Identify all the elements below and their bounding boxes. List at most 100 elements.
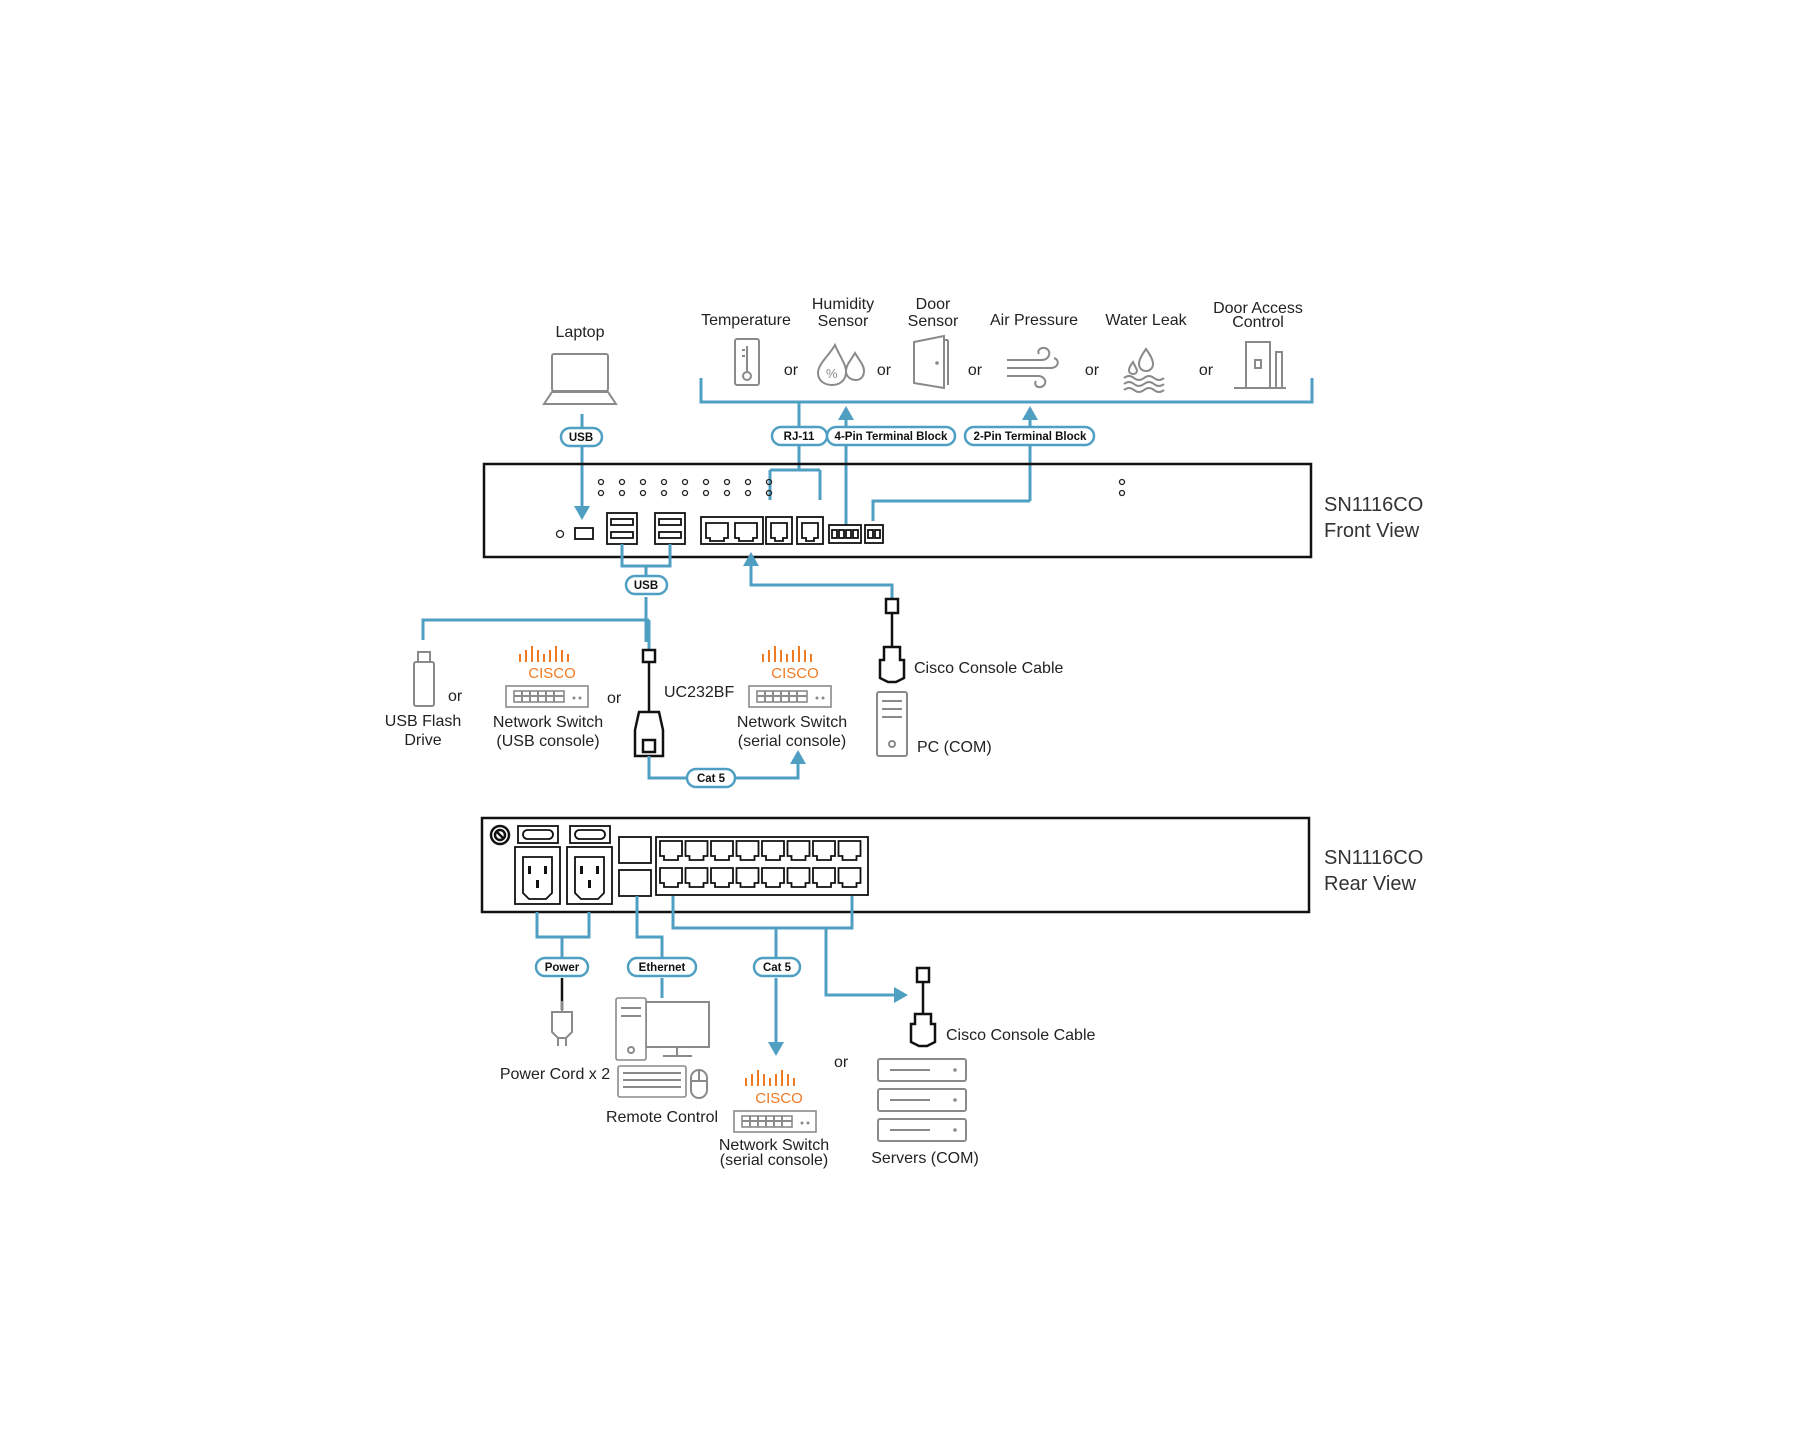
network-switch-icon (748, 685, 832, 708)
usb-bottom-pill: USB (624, 574, 669, 596)
status-leds (597, 478, 1126, 497)
front-view-label: Front View (1324, 520, 1420, 542)
rear-switch-label-2: (serial console) (720, 1152, 828, 1169)
cisco-logo-text: CISCO (528, 665, 576, 682)
rj11-pill: RJ-11 (770, 425, 829, 447)
rear-cat5-cable (671, 896, 908, 1056)
serial-port (761, 840, 785, 861)
console-cable-rear (909, 966, 937, 1048)
or-label: or (877, 362, 892, 379)
rear-chassis (480, 816, 1311, 914)
serial-port (659, 867, 683, 888)
or-label: or (607, 690, 622, 707)
network-switch-icon (733, 1110, 817, 1133)
power-switch-1 (517, 825, 559, 844)
switch-usb-label-2: (USB console) (496, 733, 599, 750)
usb-port-stack-1 (606, 512, 638, 545)
temperature-label: Temperature (701, 312, 791, 329)
rear-ethernet-cable (635, 896, 664, 998)
usb-top-pill-text: USB (569, 432, 593, 444)
power-inlet-2 (566, 846, 613, 905)
power-pill: Power (534, 956, 590, 978)
humidity-label-1: Humidity (812, 296, 874, 313)
door-label-2: Sensor (908, 313, 959, 330)
remote-control-label: Remote Control (606, 1109, 718, 1126)
power-inlet-1 (514, 846, 561, 905)
uc232bf-adapter-icon (633, 648, 665, 758)
serial-port (786, 840, 811, 861)
usb-top-pill: USB (559, 426, 604, 448)
pc-com-label: PC (COM) (917, 739, 992, 756)
door-icon (913, 334, 949, 390)
rear-console-cable-label: Cisco Console Cable (946, 1027, 1096, 1044)
rj11-ports (765, 516, 824, 545)
cat5-pill-text: Cat 5 (697, 773, 726, 785)
air-pressure-icon (1007, 346, 1059, 389)
rj11-pill-text: RJ-11 (784, 431, 815, 443)
humidity-label-2: Sensor (818, 313, 869, 330)
serial-port (684, 867, 709, 888)
cisco-logo-icon (519, 646, 569, 662)
front-chassis (482, 462, 1313, 559)
door-label-1: Door (916, 296, 951, 313)
usb-port-stack-2 (654, 512, 686, 545)
network-switch-icon (505, 685, 589, 708)
serial-port (684, 840, 709, 861)
2-pin-terminal-block (864, 524, 884, 544)
2pin-pill: 2-Pin Terminal Block (963, 425, 1096, 447)
switch-serial-label-1: Network Switch (737, 714, 847, 731)
usb-flash-label-2: Drive (404, 732, 441, 749)
usb-bottom-pill-text: USB (634, 580, 658, 592)
usb-flash-label-1: USB Flash (385, 713, 461, 730)
serial-port-array (659, 840, 862, 888)
door-access-icon (1234, 341, 1286, 389)
serial-port (710, 840, 734, 861)
ethernet-port-2 (618, 869, 652, 897)
or-label: or (1199, 362, 1214, 379)
cisco-logo-icon (762, 646, 812, 662)
laptop-icon (542, 353, 618, 405)
ethernet-pill: Ethernet (626, 956, 698, 978)
rear-model-label: SN1116CO (1324, 847, 1423, 869)
cisco-logo-text: CISCO (771, 665, 819, 682)
usb-flash-drive-icon (413, 651, 435, 707)
power-pill-text: Power (545, 962, 580, 974)
remote-computer-icon (615, 997, 710, 1099)
thermometer-icon (734, 338, 760, 386)
or-label: or (448, 688, 463, 705)
uc232bf-label: UC232BF (664, 684, 734, 701)
or-label: or (968, 362, 983, 379)
serial-port (837, 840, 862, 861)
air-pressure-label: Air Pressure (990, 312, 1078, 329)
ethernet-port-1 (618, 836, 652, 864)
rear-view-label: Rear View (1324, 873, 1416, 895)
4pin-pill: 4-Pin Terminal Block (825, 425, 957, 447)
servers-label: Servers (COM) (871, 1150, 979, 1167)
front-usb-cable (421, 544, 672, 650)
console-rj45-ports (700, 516, 764, 545)
front-model-label: SN1116CO (1324, 494, 1423, 516)
cat5-pill: Cat 5 (685, 767, 737, 789)
reset-button (555, 529, 565, 539)
4-pin-terminal-block (828, 524, 862, 544)
pc-tower-icon (876, 691, 908, 757)
ground-screw-icon (489, 824, 511, 846)
serial-port (837, 867, 862, 888)
humidity-icon: % (816, 342, 866, 387)
sensor-or-labels: or or or or or (784, 362, 1214, 379)
laptop-label: Laptop (556, 324, 605, 341)
percent-glyph: % (826, 366, 838, 381)
serial-port (812, 867, 836, 888)
2pin-pill-text: 2-Pin Terminal Block (974, 431, 1088, 443)
serial-port (659, 840, 683, 861)
sensor-bus-cable (699, 378, 1314, 530)
serial-port (786, 867, 811, 888)
mini-usb-port (574, 527, 594, 540)
or-label: or (834, 1054, 849, 1071)
ethernet-pill-text: Ethernet (639, 962, 686, 974)
switch-usb-label-1: Network Switch (493, 714, 603, 731)
serial-port (812, 840, 836, 861)
serial-port (710, 867, 734, 888)
cisco-logo-text: CISCO (755, 1090, 803, 1107)
or-label: or (784, 362, 799, 379)
